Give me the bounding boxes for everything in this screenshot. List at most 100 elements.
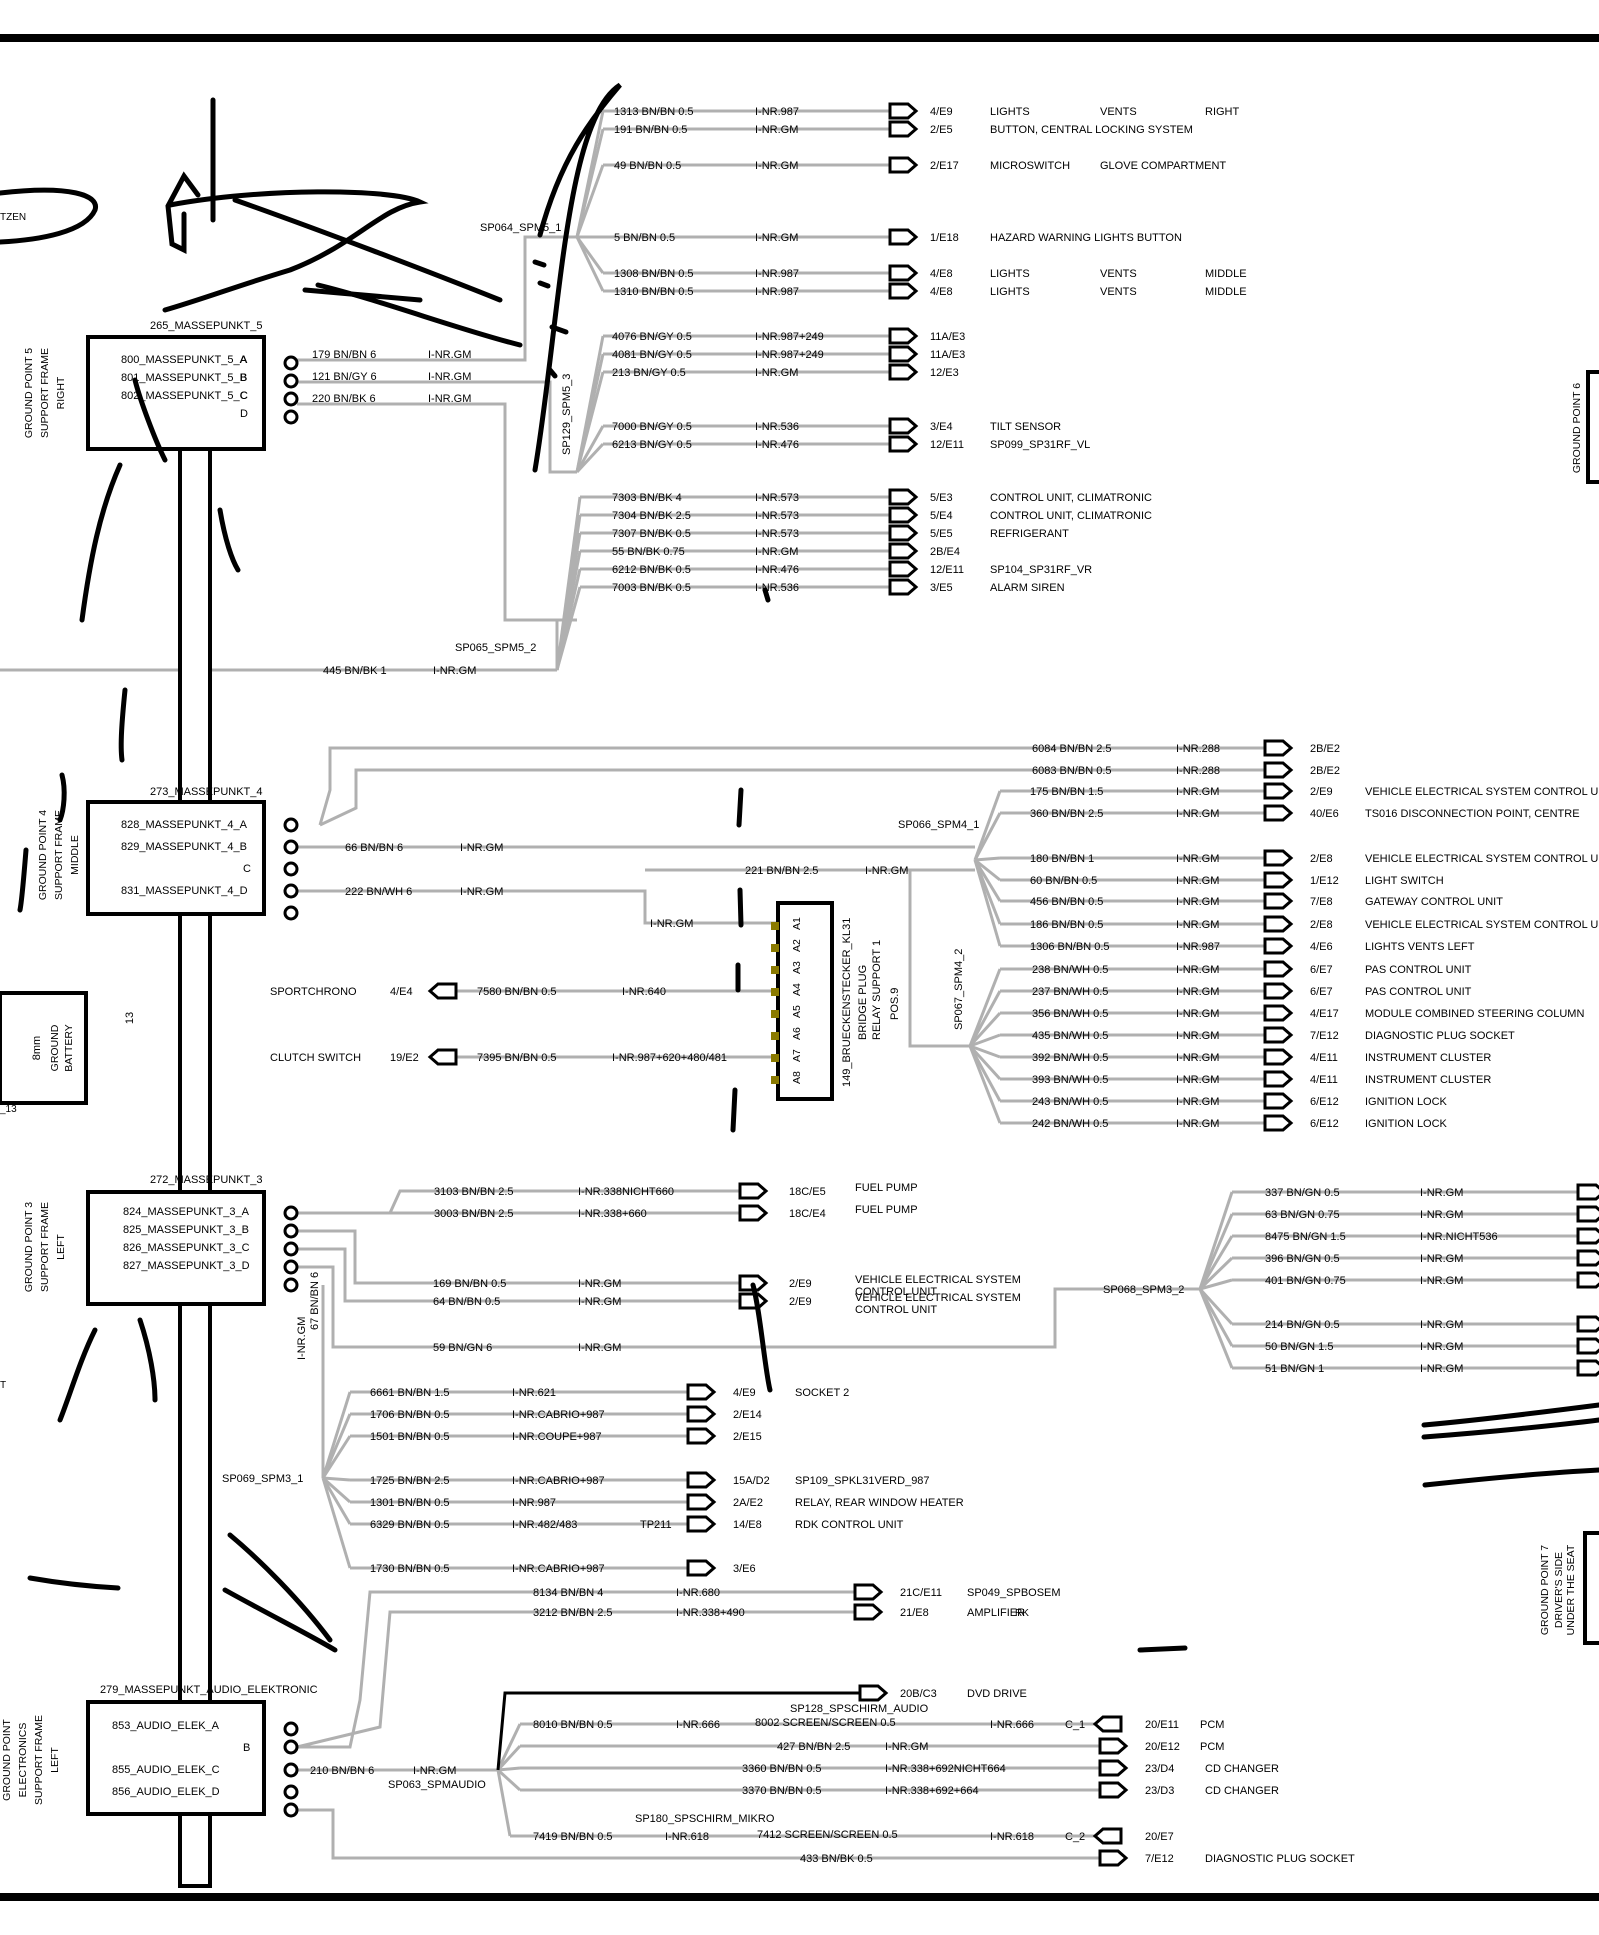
connector-id: 5/E3 <box>930 492 953 504</box>
connector-arrow <box>888 102 919 120</box>
net-label: I-NR.GM <box>1176 1118 1219 1130</box>
component-label: TILT SENSOR <box>990 421 1061 433</box>
wire-label: 5 BN/BN 0.5 <box>614 232 675 244</box>
eyelet <box>283 817 299 833</box>
pen-stroke <box>232 197 503 303</box>
connector-id: 5/E5 <box>930 528 953 540</box>
wire-label: 1308 BN/BN 0.5 <box>614 268 694 280</box>
connector-id: 2B/E4 <box>930 546 960 558</box>
net-label: I-NR.987+620+480/481 <box>612 1052 727 1064</box>
connector-arrow <box>1098 1849 1129 1867</box>
component-label: LIGHT SWITCH <box>1365 875 1444 887</box>
component-label: SP109_SPKL31VERD_987 <box>795 1475 930 1487</box>
wire-label: 7395 BN/BN 0.5 <box>477 1052 557 1064</box>
pen-stroke <box>165 171 201 255</box>
fan-wire <box>575 425 605 473</box>
connector-arrow <box>888 435 919 453</box>
wire-label: 1306 BN/BN 0.5 <box>1030 941 1110 953</box>
bridge-pin-label: A8 <box>791 1071 803 1084</box>
splice-label: SP067_SPM4_2 <box>953 949 965 1030</box>
wire <box>297 1265 1200 1349</box>
net-label: I-NR.573 <box>755 510 799 522</box>
net-label: I-NR.GM <box>1176 853 1219 865</box>
wire-label: 1313 BN/BN 0.5 <box>614 106 694 118</box>
connector-arrow <box>1576 1315 1599 1333</box>
net-label: I-NR.536 <box>755 582 799 594</box>
bridge-pin-marker <box>771 1054 779 1062</box>
connector-arrow <box>1263 1026 1294 1044</box>
wire-label: 6213 BN/GY 0.5 <box>612 439 692 451</box>
connector-id: 12/E11 <box>930 439 964 451</box>
net-label: I-NR.GM <box>865 865 908 877</box>
wire-label: 435 BN/WH 0.5 <box>1032 1030 1108 1042</box>
wire-label: 7303 BN/BK 4 <box>612 492 682 504</box>
splice-label: SP065_SPM5_2 <box>455 642 536 654</box>
pen-stroke <box>547 367 558 379</box>
net-label: I-NR.987 <box>755 286 799 298</box>
net-label: I-NR.GM <box>650 918 693 930</box>
wire-label: 6212 BN/BK 0.5 <box>612 564 691 576</box>
connector-id: 1/E18 <box>930 232 959 244</box>
net-label: I-NR.GM <box>755 367 798 379</box>
wire-label: 66 BN/BN 6 <box>345 842 403 854</box>
ground-point-5-box <box>86 335 266 451</box>
connector-arrow <box>888 327 919 345</box>
eyelet <box>283 373 299 389</box>
ground-point-side-label: RIGHT <box>55 376 67 409</box>
connector-arrow <box>1576 1227 1599 1245</box>
wire-label: 6329 BN/BN 0.5 <box>370 1519 450 1531</box>
component-label: MICROSWITCH <box>990 160 1070 172</box>
sp067-wire <box>969 1033 1001 1048</box>
net-label: I-NR.573 <box>755 492 799 504</box>
bridge-pin-label: A1 <box>791 917 803 930</box>
pin-letter: B <box>240 372 247 384</box>
eyelet <box>283 1223 299 1239</box>
connector-arrow <box>1263 849 1294 867</box>
connector-id: 6/E7 <box>1310 986 1333 998</box>
component-label: RDK CONTROL UNIT <box>795 1519 904 1531</box>
connector-id: 2/E15 <box>733 1431 762 1443</box>
component-label: DIAGNOSTIC PLUG SOCKET <box>1205 1853 1355 1865</box>
connector-arrow <box>686 1471 717 1489</box>
sp069-wire <box>322 1476 351 1504</box>
wire-label: 3360 BN/BN 0.5 <box>742 1763 822 1775</box>
eyelet <box>283 1802 299 1818</box>
ground-point-4-box <box>86 800 266 916</box>
sp068-wire <box>1199 1278 1233 1291</box>
fan-wire <box>575 236 605 292</box>
net-label: I-NR.CABRIO+987 <box>512 1409 605 1421</box>
connector-arrow <box>853 1603 884 1621</box>
wire-label: 360 BN/BN 2.5 <box>1030 808 1103 820</box>
connector-id: 20B/C3 <box>900 1688 937 1700</box>
eyelet <box>283 1762 299 1778</box>
connector-id: 4/E8 <box>930 286 953 298</box>
pen-stroke <box>1137 1645 1188 1653</box>
sp067-wire <box>968 1044 1002 1081</box>
input-label: CLUTCH SWITCH <box>270 1052 361 1064</box>
bridge-pin-marker <box>771 944 779 952</box>
pen-stroke <box>118 687 128 763</box>
wire-label: 7000 BN/GY 0.5 <box>612 421 692 433</box>
wire-label: 242 BN/WH 0.5 <box>1032 1118 1108 1130</box>
ground-point-side-label: SUPPORT FRAME <box>33 1715 45 1805</box>
eyelet <box>283 1241 299 1257</box>
ground-point-7-label: GROUND POINT 7 <box>1539 1545 1551 1635</box>
ground-point-name: 273_MASSEPUNKT_4 <box>150 786 263 798</box>
wire-label: 55 BN/BK 0.75 <box>612 546 685 558</box>
eyelet <box>283 883 299 899</box>
ground-pin-label: 853_AUDIO_ELEK_A <box>112 1720 220 1732</box>
ground-point-3-box <box>86 1190 266 1306</box>
net-label: I-NR.GM <box>1176 786 1219 798</box>
net-label: I-NR.GM <box>1176 1052 1219 1064</box>
connector-id: 6/E7 <box>1310 964 1333 976</box>
connector-id: 21C/E11 <box>900 1587 942 1599</box>
rk-label: RK <box>1015 1608 1029 1619</box>
wire-label: 7304 BN/BK 2.5 <box>612 510 691 522</box>
component-label: SP104_SP31RF_VR <box>990 564 1092 576</box>
net-label: I-NR.GM <box>428 393 471 405</box>
connector-id: 20/E11 <box>1145 1719 1179 1731</box>
net-label: I-NR.GM <box>428 371 471 383</box>
pin-label: C_1 <box>1065 1719 1085 1731</box>
net-label: I-NR.GM <box>1176 1030 1219 1042</box>
component-label: LIGHTS <box>990 286 1030 298</box>
